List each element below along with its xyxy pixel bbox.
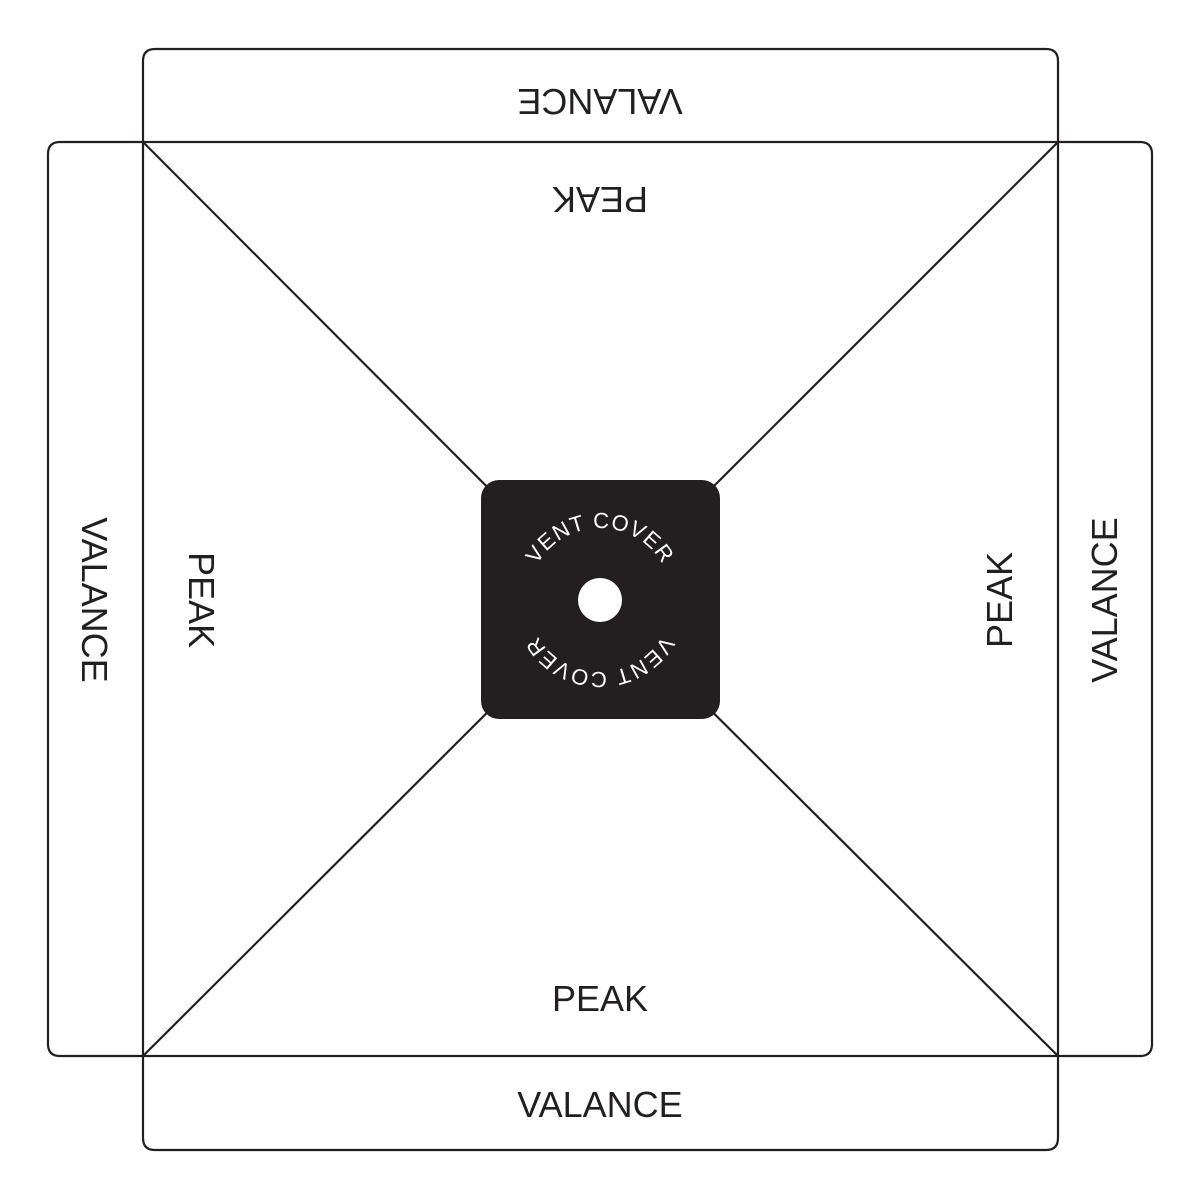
valance-panel-right (1058, 140, 1154, 1058)
valance-left-label: VALANCE (74, 517, 115, 682)
valance-panel-top (141, 47, 1060, 142)
valance-panel-bottom (141, 1056, 1060, 1152)
vent-cover: VENT COVER VENT COVER (481, 480, 720, 719)
peak-top-label: PEAK (552, 179, 648, 220)
valance-right-label: VALANCE (1084, 517, 1125, 682)
valance-top-label: VALANCE (517, 81, 682, 122)
valance-bottom-label: VALANCE (517, 1084, 682, 1125)
peak-left-label: PEAK (181, 552, 222, 648)
peak-bottom-label: PEAK (552, 978, 648, 1019)
vent-hole (578, 578, 622, 622)
peak-right-label: PEAK (979, 552, 1020, 648)
valance-panel-left (46, 140, 143, 1058)
peak-square (141, 140, 1060, 1058)
